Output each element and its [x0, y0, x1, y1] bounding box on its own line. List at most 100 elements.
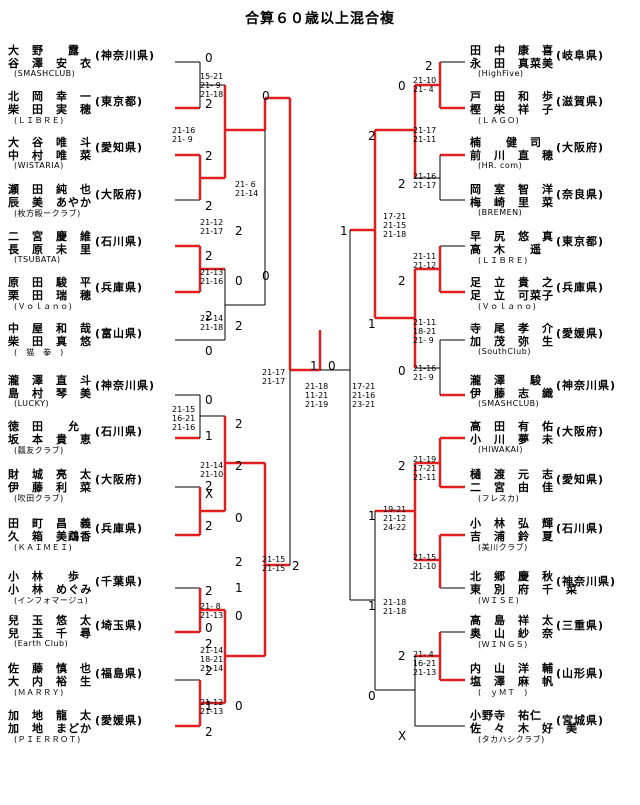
team-club: (LUCKY) — [14, 399, 50, 408]
match-result: 2 — [205, 584, 213, 598]
team-club: (ＭＡＲＲＹ) — [14, 688, 64, 697]
match-result: 1 — [368, 599, 376, 613]
match-score: 21-18 11-21 21-19 — [305, 382, 329, 409]
team-club: (Ｖｏｌａｎｏ) — [14, 302, 73, 311]
team-player-2: 小 川 夢 未 — [470, 433, 554, 446]
team-player-2: 加 茂 弥 生 — [470, 335, 554, 348]
match-score: 21-15 21-15 — [262, 555, 286, 573]
team-prefecture: (神奈川県) — [95, 49, 156, 62]
match-score: 21-14 21-10 — [200, 461, 224, 479]
team-player-2: 兒 玉 千 尋 — [8, 627, 92, 640]
team-prefecture: (滋賀県) — [556, 95, 605, 108]
team-player-1: 大 谷 唯 斗 — [8, 136, 92, 149]
match-result: 2 — [398, 459, 406, 473]
team-player-1: 小 林 歩 — [8, 570, 80, 583]
match-result: 2 — [235, 555, 243, 569]
team-club: ( 猫 拳 ) — [14, 348, 64, 357]
match-result: 2 — [205, 519, 213, 533]
match-result: X — [205, 487, 214, 501]
match-score: 21-11 21-12 — [413, 252, 437, 270]
team-player-2: 坂 本 貴 恵 — [8, 433, 92, 446]
team-player-1: 佐 藤 慎 也 — [8, 662, 92, 675]
team-player-2: 奥 山 紗 奈 — [470, 627, 554, 640]
team-player-2: 谷 澤 安 衣 — [8, 57, 92, 70]
team-player-2: 塩 澤 麻 帆 — [470, 675, 554, 688]
team-player-2: 加 地 まどか — [8, 722, 92, 735]
team-player-2: 柴 田 真 悠 — [8, 335, 92, 348]
team-club: (TSUBATA) — [14, 255, 61, 264]
match-score: 21-16 21- 9 — [413, 364, 437, 382]
team-player-1: 北 郷 慶 秋 — [470, 570, 554, 583]
team-player-2: 辰 美 あやか — [8, 196, 92, 209]
team-player-1: 高 島 祥 太 — [470, 614, 554, 627]
team-club: (ＷＩＮＧＳ) — [478, 640, 528, 649]
team-prefecture: (兵庫県) — [95, 281, 144, 294]
team-prefecture: (神奈川県) — [556, 379, 617, 392]
match-score: 21-14 21-18 — [200, 314, 224, 332]
team-prefecture: (宮城県) — [556, 714, 605, 727]
team-player-2: 東 別 府 千 菜 — [470, 583, 578, 596]
team-prefecture: (兵庫県) — [95, 522, 144, 535]
team-club: (ＬＩＢＲＥ) — [14, 116, 64, 125]
team-prefecture: (岐阜県) — [556, 49, 605, 62]
team-club: ( ｙＭＴ ) — [478, 688, 528, 697]
team-player-1: 高 田 有 佑 — [470, 420, 554, 433]
team-player-2: 吉 浦 鈴 夏 — [470, 530, 554, 543]
team-prefecture: (石川県) — [556, 522, 605, 535]
team-prefecture: (大阪府) — [95, 188, 144, 201]
match-result: 0 — [205, 344, 213, 358]
match-score: 21- 6 21-14 — [235, 180, 259, 198]
team-club: (BREMEN) — [478, 208, 523, 217]
match-result: 2 — [205, 637, 213, 651]
match-result: 0 — [235, 609, 243, 623]
team-player-2: 久 箱 美鵡香 — [8, 530, 92, 543]
match-result: 0 — [235, 274, 243, 288]
team-player-1: 北 岡 幸 一 — [8, 90, 92, 103]
match-result: 2 — [235, 417, 243, 431]
team-player-2: 長 原 未 里 — [8, 243, 92, 256]
match-score: 21-16 21- 9 — [172, 126, 196, 144]
match-result: 1 — [235, 581, 243, 595]
match-result: 2 — [398, 274, 406, 288]
match-result: 1 — [368, 509, 376, 523]
match-result: 2 — [398, 649, 406, 663]
team-player-1: 岡 室 智 洋 — [470, 183, 554, 196]
team-club: (WISTARIA) — [14, 161, 64, 170]
match-score: 21-12 21-17 — [200, 218, 224, 236]
team-club: (Ｖｏｌａｎｏ) — [478, 302, 537, 311]
team-player-1: 小 林 弘 輝 — [470, 517, 554, 530]
team-club: (SouthClub) — [478, 347, 531, 356]
team-prefecture: (愛媛県) — [556, 327, 605, 340]
team-player-2: 樫 栄 祥 子 — [470, 103, 554, 116]
team-prefecture: (大阪府) — [95, 473, 144, 486]
team-prefecture: (大阪府) — [556, 425, 605, 438]
team-prefecture: (奈良県) — [556, 188, 605, 201]
match-result: 1 — [205, 699, 213, 713]
team-club: (フレスカ) — [478, 494, 520, 503]
match-result: 2 — [398, 177, 406, 191]
team-player-2: 島 村 琴 美 — [8, 387, 92, 400]
match-result: 2 — [235, 459, 243, 473]
match-result: 1 — [340, 224, 348, 238]
team-player-1: 原 田 駿 平 — [8, 276, 92, 289]
team-prefecture: (石川県) — [95, 425, 144, 438]
team-prefecture: (神奈川県) — [556, 575, 617, 588]
match-result: 0 — [398, 364, 406, 378]
team-club: (ＬＩＢＲＥ) — [478, 256, 528, 265]
team-player-1: 瀧 澤 直 斗 — [8, 374, 92, 387]
team-player-1: 樋 渡 元 志 — [470, 468, 554, 481]
match-result: 2 — [205, 199, 213, 213]
match-result: 0 — [262, 269, 270, 283]
team-player-1: 瀧 澤 駿 — [470, 374, 542, 387]
team-prefecture: (神奈川県) — [95, 379, 156, 392]
team-prefecture: (埼玉県) — [95, 619, 144, 632]
team-club: (HIWAKAI) — [478, 445, 523, 454]
team-prefecture: (石川県) — [95, 235, 144, 248]
match-result: 0 — [368, 689, 376, 703]
team-prefecture: (愛媛県) — [95, 714, 144, 727]
team-player-1: 兒 玉 悠 太 — [8, 614, 92, 627]
match-score: 21-19 17-21 21-11 — [413, 455, 437, 482]
team-club: (吹田クラブ) — [14, 494, 64, 503]
team-player-1: 徳 田 允 — [8, 420, 80, 433]
